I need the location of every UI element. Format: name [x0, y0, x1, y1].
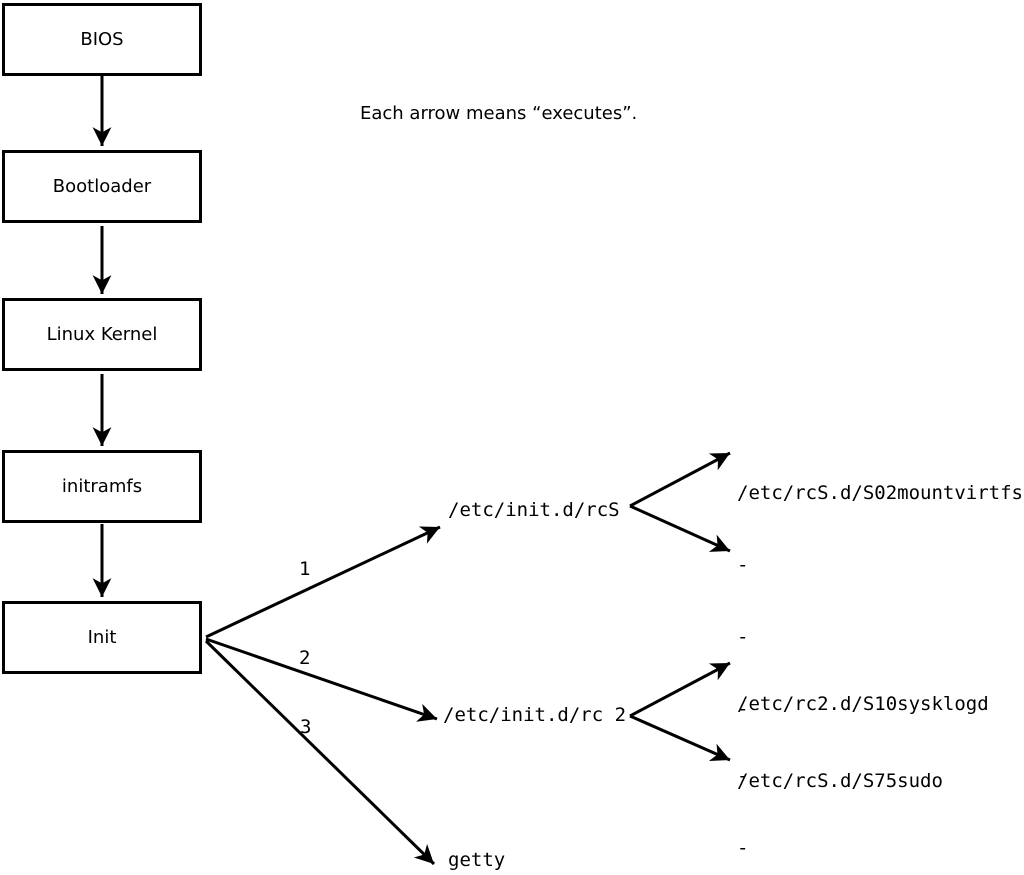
box-bootloader-label: Bootloader [52, 176, 152, 197]
box-linux-kernel: Linux Kernel [2, 298, 202, 371]
list-item: /etc/rcS.d/S75sudo [737, 770, 943, 792]
list-item: - [737, 837, 749, 859]
arrow-init-rcs [205, 525, 441, 639]
list-item: - [737, 698, 749, 720]
box-bios-label: BIOS [80, 29, 124, 50]
target-init-d-rcs: /etc/init.d/rcS [448, 499, 620, 521]
box-init-label: Init [87, 627, 117, 648]
box-initramfs: initramfs [2, 450, 202, 523]
arrow-init-rc2 [205, 637, 438, 722]
box-initramfs-label: initramfs [61, 476, 143, 497]
rc2-script-list: /etc/rc2.d/S10sysklogd - - - /etc/rc2.d/… [737, 644, 989, 875]
box-bootloader: Bootloader [2, 150, 202, 223]
list-item: - [737, 626, 749, 648]
arrow-rc2-last-script [629, 714, 731, 762]
legend-note: Each arrow means “executes”. [360, 103, 638, 124]
arrow-label-3: 3 [300, 716, 312, 738]
arrow-init-getty [204, 639, 436, 866]
list-item: - [737, 765, 749, 787]
list-item: /etc/rc2.d/S10sysklogd [737, 693, 989, 715]
arrow-label-2: 2 [299, 647, 311, 669]
rcs-script-list: /etc/rcS.d/S02mountvirtfs - - - /etc/rcS… [737, 433, 1023, 841]
target-init-d-rc2: /etc/init.d/rc 2 [443, 704, 627, 726]
arrow-rc2-first-script [629, 661, 731, 718]
arrow-rcs-first-script [629, 451, 731, 508]
box-linux-kernel-label: Linux Kernel [46, 324, 158, 345]
target-getty: getty [448, 849, 506, 871]
arrow-label-1: 1 [299, 558, 311, 580]
list-item: /etc/rcS.d/S02mountvirtfs [737, 482, 1023, 504]
list-item: - [737, 554, 749, 576]
box-bios: BIOS [2, 3, 202, 76]
arrow-rcs-last-script [629, 504, 731, 553]
box-init: Init [2, 601, 202, 674]
